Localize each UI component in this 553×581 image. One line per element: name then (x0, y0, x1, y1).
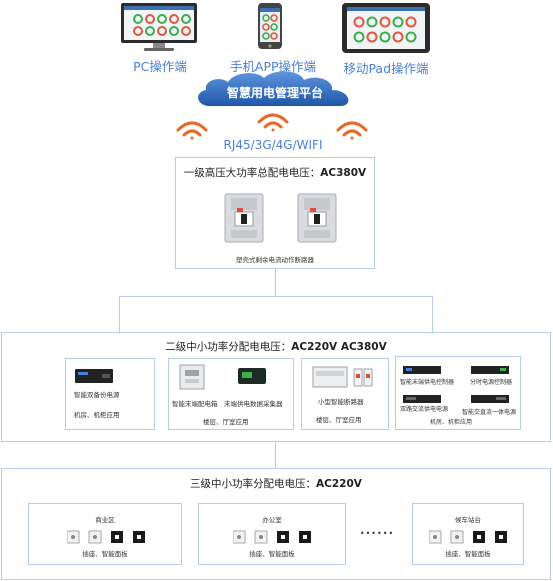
connector-2-vertical (275, 442, 276, 468)
tier3-title-voltage: AC220V (316, 478, 362, 490)
ac-dc-supply-image (470, 389, 510, 403)
tier2-title-voltage: AC220V AC380V (291, 341, 387, 353)
tier2-panel-controllers: 智能末端供电控制器 分时电源控制器 双路交流供电电源 智能交直流一体电源 机房、… (395, 356, 521, 430)
distribution-box-image (179, 364, 205, 390)
tier1-device-caption: 塑壳式剩余电流动作断路器 (236, 256, 314, 264)
tier2-p4-label-1: 智能末端供电控制器 (400, 379, 455, 386)
breaker-image-1 (223, 192, 265, 244)
tier1-box: 一级高压大功率总配电电压：AC380V 塑壳式剩余电流动作断路器 (175, 157, 375, 269)
connector-1-vertical (275, 269, 276, 296)
tier2-title-text: 二级中小功率分配电电压： (165, 341, 292, 353)
tier3-zone-office: 办公室 插座、智能面板 (198, 503, 346, 565)
tier3-zone-3-name: 候车站台 (455, 516, 481, 524)
tier3-zone-3-caption: 插座、智能面板 (445, 550, 491, 558)
tier2-p2-label-2: 末端供电数据采集器 (224, 400, 283, 408)
tier1-title-text: 一级高压大功率总配电电压： (183, 167, 321, 179)
tier2-p4-caption: 机房、机柜应用 (430, 419, 473, 426)
terminal-controller-image (402, 360, 442, 374)
tier2-panel-backup-power: 智能双备份电源 机房、机柜应用 (65, 358, 155, 430)
tier2-p3-label-1: 小型智能断路器 (318, 398, 364, 406)
pc-monitor-image (120, 2, 198, 52)
data-collector-image (237, 367, 267, 385)
pad-terminal-label: 移动Pad操作端 (343, 61, 429, 76)
tier3-zone-3-panels (428, 529, 509, 544)
cloud-icon (192, 68, 358, 110)
tier1-title: 一级高压大功率总配电电压：AC380V (176, 165, 374, 180)
tier3-zone-1-panels (66, 529, 147, 544)
tier2-p1-label-1: 智能双备份电源 (74, 391, 120, 399)
network-label: RJ45/3G/4G/WIFI (223, 138, 323, 152)
tier2-p3-caption: 楼层、厅室应用 (316, 416, 362, 424)
cloud-label: 智慧用电管理平台 (226, 86, 323, 100)
wifi-center-icon (255, 110, 291, 132)
tier3-title-text: 三级中小功率分配电电压： (190, 478, 317, 490)
connector-1-horizontal (119, 296, 433, 297)
timer-controller-image (470, 360, 510, 374)
tier2-panel-terminal-distribution: 智能末端配电箱 末端供电数据采集器 楼层、厅室应用 (168, 358, 294, 430)
connector-1-left-drop (119, 296, 120, 332)
tier2-p1-caption: 机房、机柜应用 (74, 411, 120, 419)
tier3-box: 三级中小功率分配电电压：AC220V 商业区 插座、智能面板 办公室 插座、智能… (1, 468, 551, 580)
mini-breaker-image (312, 366, 376, 388)
tier3-zone-2-caption: 插座、智能面板 (249, 550, 295, 558)
wifi-right-icon (334, 118, 370, 140)
tier3-zone-1-caption: 插座、智能面板 (82, 550, 128, 558)
tier2-p4-label-4: 智能交直流一体电源 (462, 409, 517, 416)
pc-terminal-label: PC操作端 (133, 59, 187, 74)
breaker-image-2 (296, 192, 338, 244)
app-terminal-label: 手机APP操作端 (229, 59, 317, 74)
tier2-p4-label-3: 双路交流供电电源 (400, 406, 449, 413)
tier3-zone-2-name: 办公室 (262, 516, 282, 524)
phone-image (257, 2, 283, 50)
connector-1-right-drop (432, 296, 433, 332)
tier3-title: 三级中小功率分配电电压：AC220V (2, 476, 550, 491)
tier3-zone-2-panels (232, 529, 313, 544)
tablet-image (341, 2, 431, 54)
tier2-p2-caption: 楼层、厅室应用 (203, 418, 249, 426)
tier2-p2-label-1: 智能末端配电箱 (172, 400, 218, 408)
tier2-p4-label-2: 分时电源控制器 (470, 379, 513, 386)
backup-power-image (74, 368, 114, 384)
tier1-title-voltage: AC380V (320, 167, 367, 179)
tier3-zone-commercial: 商业区 插座、智能面板 (28, 503, 182, 565)
wifi-left-icon (174, 118, 210, 140)
tier2-box: 二级中小功率分配电电压：AC220V AC380V 智能双备份电源 机房、机柜应… (1, 332, 551, 442)
dual-ac-supply-image (402, 389, 442, 403)
tier3-ellipsis: •••••• (359, 529, 395, 538)
tier2-title: 二级中小功率分配电电压：AC220V AC380V (2, 339, 550, 354)
tier3-zone-station: 候车站台 插座、智能面板 (412, 503, 524, 565)
tier3-zone-1-name: 商业区 (95, 516, 115, 524)
tier2-panel-mini-breaker: 小型智能断路器 楼层、厅室应用 (301, 358, 389, 430)
